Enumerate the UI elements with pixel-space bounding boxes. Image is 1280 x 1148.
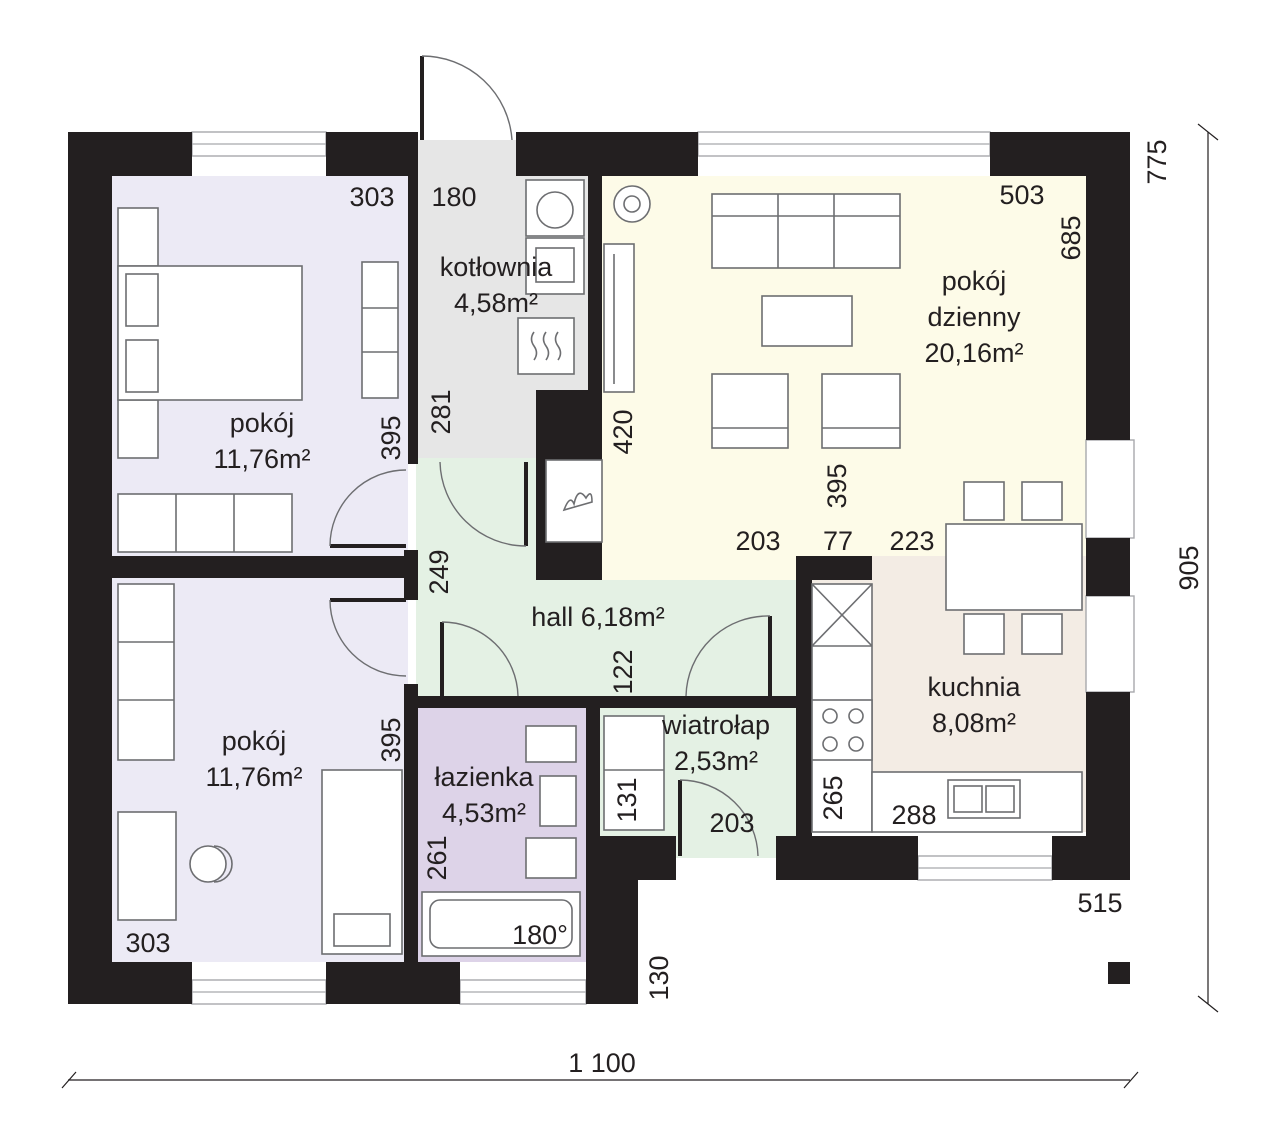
- dim-395-bedroom2: 395: [376, 717, 406, 762]
- dim-503: 503: [999, 180, 1044, 210]
- dim-775: 775: [1142, 139, 1172, 184]
- bathroom-furniture: [421, 725, 581, 957]
- bathroom-name: łazienka: [434, 762, 534, 792]
- bedroom1-furniture: [117, 207, 399, 553]
- living-name-line2: dzienny: [927, 302, 1021, 332]
- kitchen-name: kuchnia: [927, 672, 1021, 702]
- dim-203-living: 203: [735, 526, 780, 556]
- dim-77: 77: [823, 526, 853, 556]
- kitchen-furniture: [811, 481, 1083, 833]
- dim-131: 131: [612, 777, 642, 822]
- dim-395-living: 395: [822, 463, 852, 508]
- vestibule-area: 2,53m²: [674, 746, 758, 776]
- dim-223: 223: [889, 526, 934, 556]
- vestibule-name: wiatrołap: [661, 710, 770, 740]
- dim-122: 122: [608, 649, 638, 694]
- dim-261: 261: [422, 835, 452, 880]
- doors: [329, 55, 772, 857]
- hall-label: hall 6,18m²: [531, 602, 665, 632]
- dim-1100: 1 100: [568, 1048, 636, 1078]
- dimension-lines: [61, 123, 1219, 1089]
- dim-905: 905: [1174, 545, 1204, 590]
- dim-303-top: 303: [349, 182, 394, 212]
- bedroom1-name: pokój: [230, 408, 295, 438]
- living-furniture: [545, 185, 901, 543]
- dim-180-bath: 180°: [512, 920, 568, 950]
- dim-685: 685: [1056, 215, 1086, 260]
- kitchen-area: 8,08m²: [932, 708, 1016, 738]
- bedroom2-furniture: [117, 583, 403, 955]
- door-entry-swing: [421, 55, 513, 141]
- room-labels: pokój 11,76m² pokój 11,76m² kotłownia 4,…: [205, 252, 1023, 828]
- dim-288: 288: [891, 800, 936, 830]
- dim-515: 515: [1077, 888, 1122, 918]
- dimension-labels: 303 180 503 685 775 395 281 420 395 203 …: [125, 139, 1204, 1078]
- dim-420: 420: [608, 409, 638, 454]
- window-living-east: [1085, 439, 1135, 539]
- dim-303-bottom: 303: [125, 928, 170, 958]
- walls: [68, 132, 1130, 1004]
- boiler-area: 4,58m²: [454, 288, 538, 318]
- bedroom2-name: pokój: [222, 726, 287, 756]
- dim-281: 281: [426, 389, 456, 434]
- dim-180-top: 180: [431, 182, 476, 212]
- dim-265: 265: [818, 775, 848, 820]
- living-area: 20,16m²: [924, 338, 1023, 368]
- bedroom1-area: 11,76m²: [213, 444, 310, 474]
- vestibule-furniture: [603, 715, 665, 831]
- bathroom-area: 4,53m²: [442, 798, 526, 828]
- hall-floor-lower: [416, 580, 796, 700]
- dim-130: 130: [644, 955, 674, 1000]
- window-kitchen-east: [1085, 595, 1135, 693]
- living-name-line1: pokój: [942, 266, 1007, 296]
- dim-395-bedroom1: 395: [376, 415, 406, 460]
- dim-203-vestibule: 203: [709, 808, 754, 838]
- boiler-name: kotłownia: [440, 252, 554, 282]
- boiler-furniture: [517, 179, 585, 375]
- dim-249: 249: [424, 549, 454, 594]
- bedroom2-area: 11,76m²: [205, 762, 302, 792]
- windows: [191, 131, 1135, 1005]
